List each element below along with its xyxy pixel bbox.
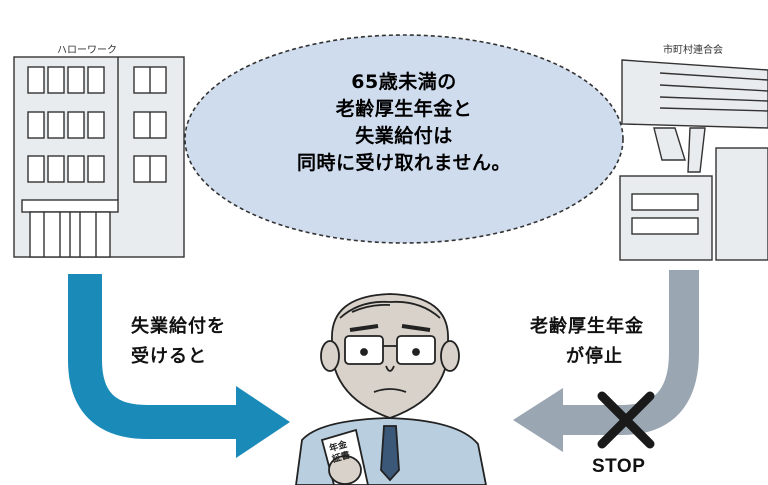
hello-work-building-icon: [13, 56, 185, 258]
blue-arrow-icon: [68, 274, 290, 458]
bubble-line-4: 同時に受け取れません。: [297, 152, 511, 174]
hello-work-label: ハローワーク: [57, 45, 117, 56]
right-flow-text: 老齢厚生年金 が停止: [530, 312, 644, 372]
stop-label: STOP: [592, 456, 646, 477]
left-flow-line-2: 受けると: [131, 346, 207, 367]
bubble-line-3: 失業給付は: [355, 125, 453, 147]
speech-bubble: [184, 34, 624, 244]
right-flow-line-2: が停止: [566, 346, 623, 367]
bubble-line-1: 65歳未満の: [351, 71, 457, 93]
municipal-label: 市町村連合会: [663, 45, 723, 56]
municipal-building-icon: [619, 59, 768, 261]
left-flow-text: 失業給付を 受けると: [131, 312, 226, 372]
old-man-icon: [295, 293, 487, 485]
right-flow-line-1: 老齢厚生年金: [530, 316, 644, 337]
bubble-message: 65歳未満の 老齢厚生年金と 失業給付は 同時に受け取れません。: [254, 69, 554, 177]
stop-x-icon: [597, 391, 655, 449]
left-flow-line-1: 失業給付を: [131, 316, 226, 337]
bubble-line-2: 老齢厚生年金と: [335, 98, 473, 120]
